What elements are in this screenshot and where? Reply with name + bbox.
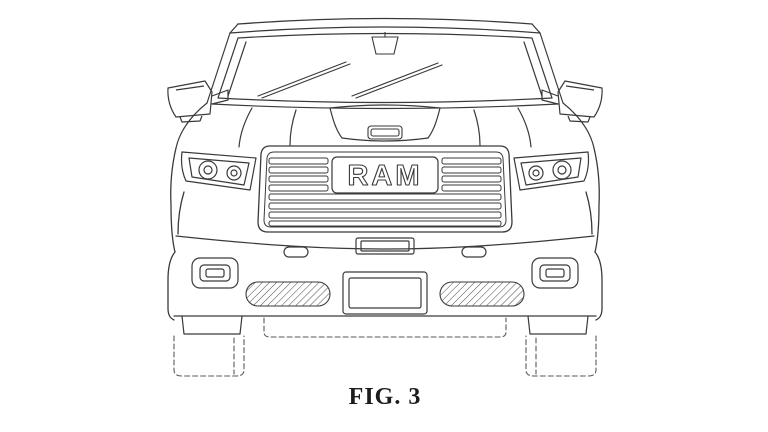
- tow-hook-right: [461, 246, 487, 258]
- lower-intakes: [245, 281, 525, 307]
- wiper-blades: [257, 61, 443, 99]
- grille-badge-text: RAM: [347, 160, 422, 192]
- air-dam-phantom: [263, 317, 507, 338]
- tire-right-phantom: [525, 335, 597, 377]
- grille: RAM: [257, 145, 513, 233]
- hood-emblem: [367, 125, 403, 140]
- fog-light-left: [191, 257, 239, 289]
- headlight-right: [513, 151, 590, 191]
- bumper: [173, 235, 597, 335]
- headlight-left: [180, 151, 257, 191]
- side-mirror-left: [167, 80, 229, 123]
- fog-light-right: [531, 257, 579, 289]
- tow-hook-left: [283, 246, 309, 258]
- windshield: [206, 32, 564, 110]
- cab-roof: [229, 17, 541, 34]
- figure-caption: FIG. 3: [349, 384, 422, 410]
- side-mirror-right: [541, 80, 603, 123]
- front-sensor: [355, 237, 415, 255]
- intake-right: [439, 281, 525, 307]
- license-plate: [342, 271, 428, 315]
- fender-sides: [167, 147, 603, 321]
- intake-left: [245, 281, 331, 307]
- grille-slats: [268, 157, 502, 227]
- grille-badge: RAM: [331, 156, 439, 194]
- hood: [175, 102, 595, 149]
- tire-left-phantom: [173, 335, 245, 377]
- rearview-mirror: [371, 32, 399, 55]
